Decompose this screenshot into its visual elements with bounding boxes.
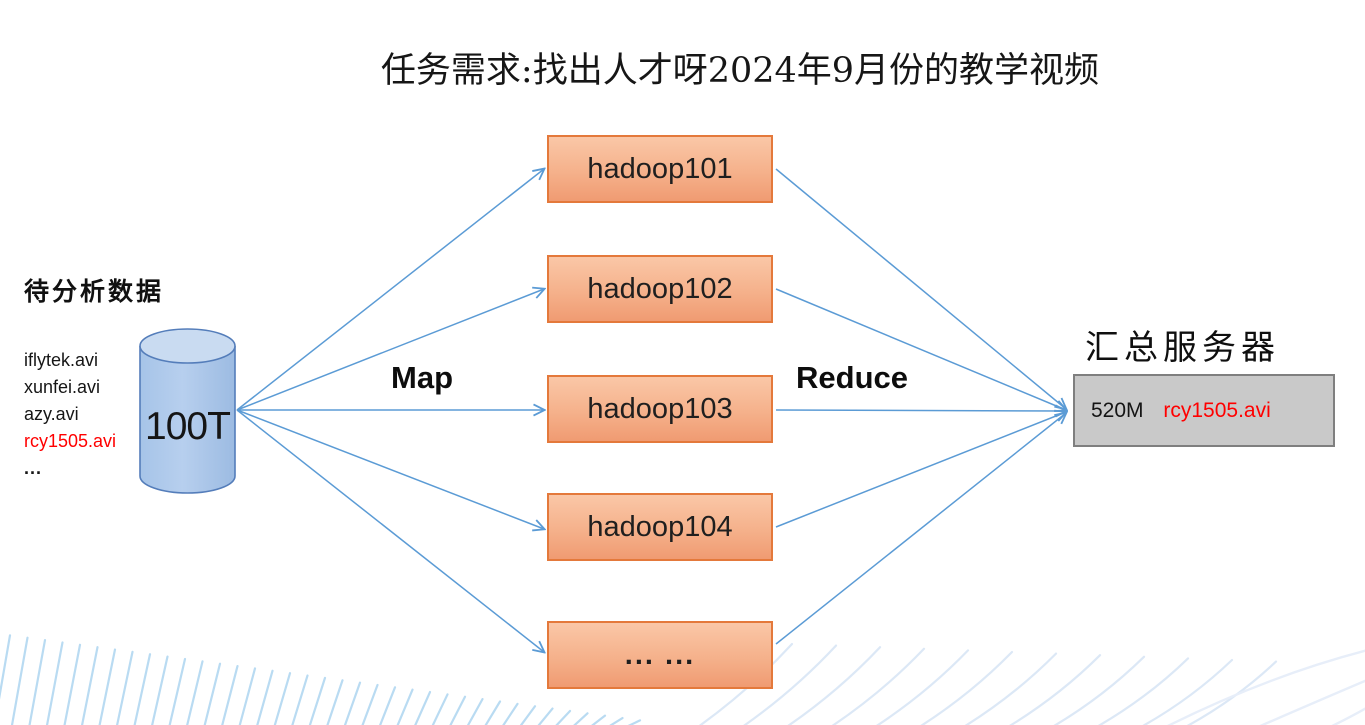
reduce-arrow-5	[775, 413, 1066, 645]
reduce-phase-label: Reduce	[796, 360, 908, 395]
file-item-ellipsis: ...	[24, 458, 43, 478]
reduce-arrow-4	[775, 412, 1066, 528]
worker-node-hadoop102: hadoop102	[547, 255, 773, 323]
summary-server-box: 520M rcy1505.avi	[1073, 374, 1335, 447]
source-file-list: iflytek.avi xunfei.avi azy.avi rcy1505.a…	[24, 347, 116, 482]
file-item: iflytek.avi	[24, 350, 99, 370]
database-capacity-label: 100T	[145, 405, 231, 448]
summary-result-size: 520M	[1091, 399, 1144, 422]
file-item: azy.avi	[24, 404, 79, 424]
reduce-arrow-2	[775, 288, 1066, 410]
reduce-arrow-1	[775, 168, 1066, 409]
summary-result-file: rcy1505.avi	[1163, 399, 1271, 422]
file-item-highlighted: rcy1505.avi	[24, 431, 117, 451]
worker-node-ellipsis: ... ...	[547, 621, 773, 689]
decor-stripes-right	[698, 642, 1365, 725]
source-data-label: 待分析数据	[24, 277, 165, 306]
reduce-arrow-3	[775, 410, 1066, 411]
summary-server-label: 汇总服务器	[1085, 328, 1280, 368]
map-arrow-2	[236, 289, 544, 411]
worker-node-hadoop101: hadoop101	[547, 135, 773, 203]
file-item: xunfei.avi	[24, 377, 101, 397]
slide-title: 任务需求:找出人才呀2024年9月份的教学视频	[380, 51, 1100, 91]
decor-stripes-left	[0, 634, 642, 725]
worker-node-hadoop104: hadoop104	[547, 493, 773, 561]
reduce-arrows	[775, 168, 1066, 645]
map-arrow-4	[236, 409, 544, 529]
worker-node-hadoop103: hadoop103	[547, 375, 773, 443]
map-arrows	[236, 169, 544, 652]
database-cylinder-icon	[139, 328, 236, 494]
map-arrow-5	[236, 409, 544, 652]
map-arrow-1	[236, 169, 544, 411]
map-phase-label: Map	[391, 360, 453, 395]
